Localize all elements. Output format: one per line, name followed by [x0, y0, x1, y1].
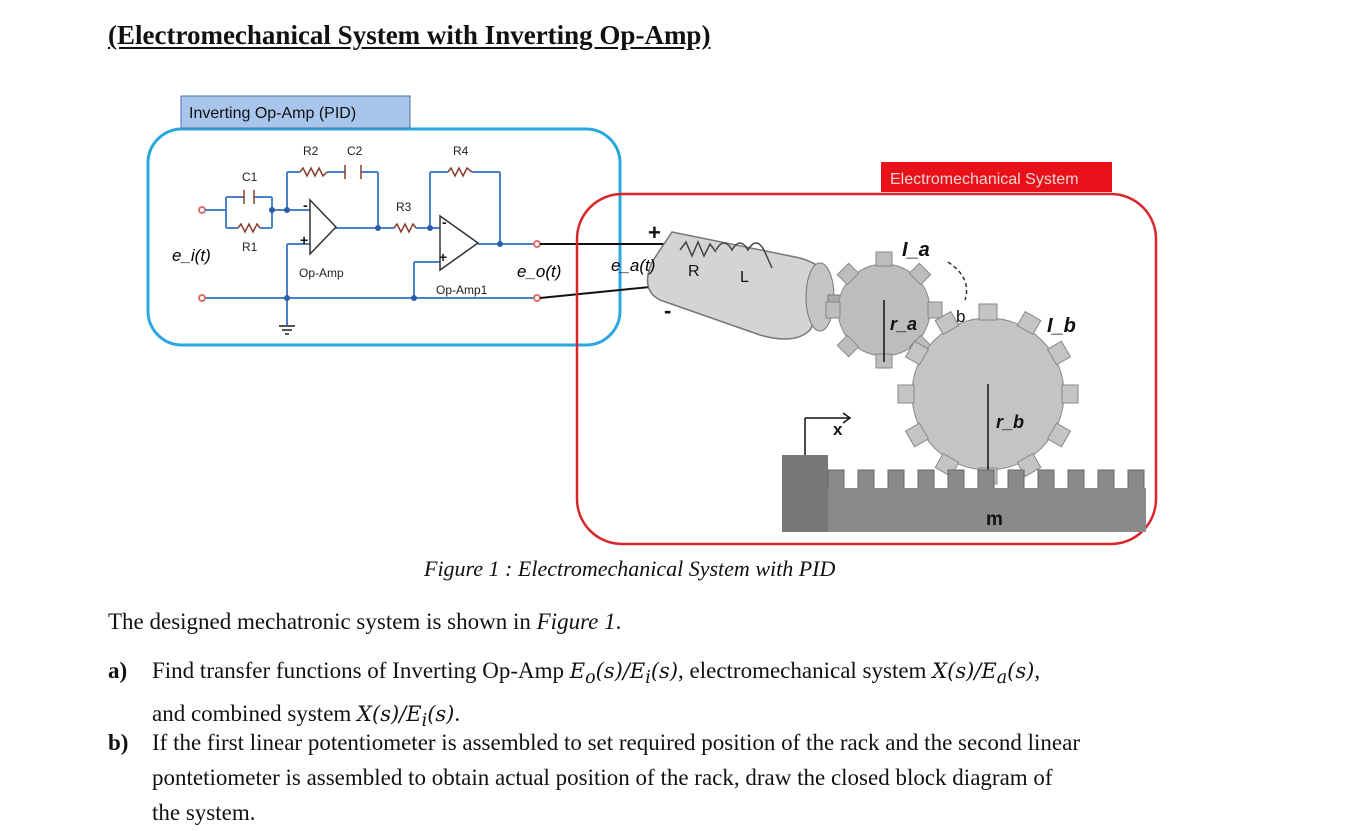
ea-signal: e_a(t) [611, 256, 655, 275]
a-line2-end: . [454, 701, 461, 727]
opamp1-triangle [439, 214, 480, 272]
wire-minus [539, 285, 661, 299]
a-line1-end: , [1034, 658, 1041, 683]
motor-r-label: R [688, 263, 700, 280]
m-label: m [986, 509, 1003, 530]
eq-x-ei: X(s)/Ei(s) [357, 702, 455, 732]
r3-resistor [393, 222, 417, 234]
a-line1-pre: Find transfer functions of Inverting Op-… [152, 658, 570, 683]
motor-minus: - [664, 298, 671, 323]
c2-label: C2 [347, 144, 363, 158]
question-a-label: a) [108, 658, 128, 683]
r1-label: R1 [242, 240, 258, 254]
opamp-box-label-bg [180, 95, 411, 129]
r4-resistor [447, 166, 473, 178]
r2-resistor [299, 166, 328, 178]
motor-resistor [679, 240, 717, 258]
circuit-nodes [269, 207, 503, 301]
opamp1-plus: + [439, 249, 447, 265]
opamp-minus: - [303, 197, 308, 213]
eq-eo-ei: Eo(s)/Ei(s) [569, 659, 679, 689]
opamp-plus: + [300, 232, 308, 248]
b-label: b [956, 307, 965, 326]
r3-label: R3 [396, 200, 412, 214]
b-line2: pontetiometer is assembled to obtain act… [152, 765, 1053, 790]
em-box-label-bg [881, 162, 1112, 192]
opamp1-label: Op-Amp1 [436, 283, 488, 297]
intro-text: The designed mechatronic system is shown… [108, 609, 537, 634]
gear-a [825, 251, 943, 369]
motor-l-label: L [740, 269, 749, 286]
intro-paragraph: The designed mechatronic system is shown… [108, 609, 621, 635]
opamp1-minus: - [442, 214, 447, 230]
ra-label: r_a [890, 314, 917, 334]
motor [646, 231, 859, 340]
b-arrow [947, 261, 968, 301]
intro-end: . [615, 609, 622, 634]
opamp-box-label: Inverting Op-Amp (PID) [189, 105, 356, 122]
components [237, 165, 473, 234]
motor-plus: + [648, 220, 661, 245]
question-a: a) Find transfer functions of Inverting … [108, 653, 1208, 731]
x-label: x [833, 420, 843, 439]
b-line1: If the first linear potentiometer is ass… [152, 730, 1081, 755]
b-line3: the system. [152, 800, 256, 825]
question-b-text: If the first linear potentiometer is ass… [152, 725, 1080, 830]
question-b-label: b) [108, 730, 129, 755]
r1-resistor [237, 222, 261, 234]
eq-x-ea: X(s)/Ea(s) [932, 659, 1035, 689]
opamp-label: Op-Amp [299, 266, 344, 280]
opamp-triangle [309, 198, 338, 256]
figure-1: Inverting Op-Amp (PID) [146, 95, 1158, 546]
em-box [575, 192, 1158, 546]
ei-signal: e_i(t) [172, 246, 211, 265]
page-title: (Electromechanical System with Inverting… [108, 20, 711, 50]
intro-figure-ref: Figure 1 [536, 609, 616, 634]
ib-label: I_b [1047, 315, 1076, 337]
rb-label: r_b [996, 412, 1024, 432]
em-box-label: Electromechanical System [890, 171, 1079, 188]
question-a-text: Find transfer functions of Inverting Op-… [152, 653, 1040, 739]
x-arrow [804, 412, 852, 455]
input-terminal [198, 206, 206, 214]
r4-label: R4 [453, 144, 469, 158]
question-b: b) If the first linear potentiometer is … [108, 725, 1208, 830]
ia-label: I_a [902, 239, 930, 261]
figure-caption: Figure 1 : Electromechanical System with… [424, 556, 836, 581]
motor-inductor [715, 242, 773, 269]
a-line1-mid: , electromechanical system [678, 658, 933, 683]
opamp-box [146, 127, 622, 347]
r2-label: R2 [303, 144, 319, 158]
c1-label: C1 [242, 170, 258, 184]
a-line2-pre: and combined system [152, 701, 358, 727]
eo-signal: e_o(t) [517, 262, 561, 281]
rack [782, 455, 1146, 532]
